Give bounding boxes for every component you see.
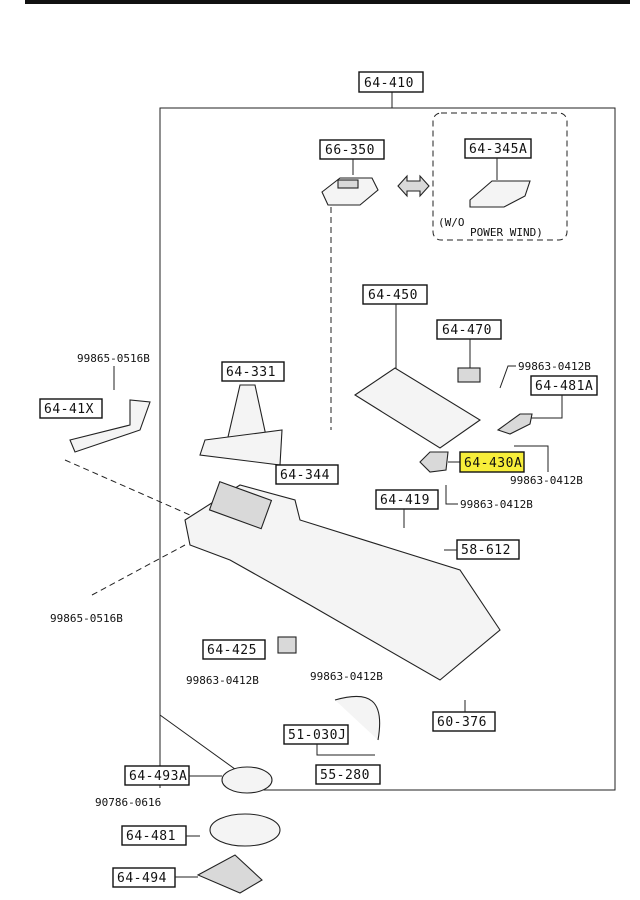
leader-55-280 <box>316 744 375 756</box>
guide-fastener-5 <box>91 544 186 596</box>
hinge-part <box>457 367 481 383</box>
part-label-55-280[interactable]: 55-280 <box>315 764 381 785</box>
option-note-line2: POWER WIND) <box>470 226 543 239</box>
pad-part <box>196 854 263 894</box>
part-label-64-425[interactable]: 64-425 <box>202 639 266 660</box>
part-label-64-481[interactable]: 64-481 <box>121 825 187 846</box>
svg-text:58-612: 58-612 <box>461 543 511 558</box>
guide-bracket <box>64 459 191 516</box>
svg-text:64-425: 64-425 <box>207 643 257 658</box>
svg-text:64-481A: 64-481A <box>535 379 593 394</box>
part-label-58-612[interactable]: 58-612 <box>456 539 520 560</box>
shifter-opening <box>208 480 273 530</box>
fastener-label-4[interactable]: 99865-0516B <box>77 352 150 365</box>
leader-fastener-3 <box>445 485 458 505</box>
fastener-label-6[interactable]: 99863-0412B <box>186 674 259 687</box>
svg-text:64-430A: 64-430A <box>464 456 522 471</box>
svg-text:51-030J: 51-030J <box>288 728 346 743</box>
part-label-66-350[interactable]: 66-350 <box>319 139 385 160</box>
fastener-label-8[interactable]: 90786-0616 <box>95 796 161 809</box>
part-label-64-419[interactable]: 64-419 <box>375 489 439 510</box>
svg-text:64-419: 64-419 <box>380 493 430 508</box>
fastener-label-7[interactable]: 99863-0412B <box>310 670 383 683</box>
window-cover-part <box>469 180 531 208</box>
svg-text:64-494: 64-494 <box>117 871 167 886</box>
power-window-switch-part <box>321 177 379 206</box>
console-body-part <box>184 484 501 681</box>
svg-text:64-470: 64-470 <box>442 323 492 338</box>
svg-text:55-280: 55-280 <box>320 768 370 783</box>
part-label-60-376[interactable]: 60-376 <box>432 711 496 732</box>
part-label-51-030J[interactable]: 51-030J <box>283 724 349 745</box>
wire-harness-part <box>334 695 381 741</box>
svg-text:64-345A: 64-345A <box>469 142 527 157</box>
option-note-line1: (W/O <box>438 216 465 229</box>
svg-text:64-481: 64-481 <box>126 829 176 844</box>
ring-part <box>221 766 273 794</box>
bracket-part <box>69 399 151 453</box>
part-label-64-470[interactable]: 64-470 <box>436 319 502 340</box>
svg-text:64-493A: 64-493A <box>129 769 187 784</box>
fastener-label-3[interactable]: 99863-0412B <box>460 498 533 511</box>
part-label-64-410[interactable]: 64-410 <box>358 71 424 93</box>
latch-part <box>496 413 533 435</box>
leader-fastener-1 <box>499 365 516 389</box>
svg-text:64-331: 64-331 <box>226 365 276 380</box>
svg-text:64-450: 64-450 <box>368 288 418 303</box>
leader-fastener-2 <box>514 445 549 472</box>
svg-text:64-344: 64-344 <box>280 468 330 483</box>
fastener-label-1[interactable]: 99863-0412B <box>518 360 591 373</box>
shift-boot-base <box>199 429 283 466</box>
shift-mount-part <box>209 813 281 847</box>
option-group-box <box>432 112 568 241</box>
part-label-64-345A[interactable]: 64-345A <box>464 138 532 159</box>
catch-part <box>419 451 449 473</box>
part-label-64-494[interactable]: 64-494 <box>112 867 176 888</box>
part-label-64-481A[interactable]: 64-481A <box>530 375 598 396</box>
interchange-arrow-icon <box>397 174 430 198</box>
top-border <box>25 0 630 4</box>
svg-text:66-350: 66-350 <box>325 143 375 158</box>
armrest-lid-part <box>353 367 482 449</box>
svg-text:64-410: 64-410 <box>364 76 414 91</box>
part-label-64-331[interactable]: 64-331 <box>221 361 285 382</box>
part-label-64-430A[interactable]: 64-430A <box>459 451 525 473</box>
relay-part <box>277 636 297 654</box>
fastener-label-2[interactable]: 99863-0412B <box>510 474 583 487</box>
svg-text:64-41X: 64-41X <box>44 402 94 417</box>
part-label-64-344[interactable]: 64-344 <box>275 464 339 485</box>
fastener-label-5[interactable]: 99865-0516B <box>50 612 123 625</box>
part-label-64-41X[interactable]: 64-41X <box>39 398 103 419</box>
svg-text:60-376: 60-376 <box>437 715 487 730</box>
leader-64-481A <box>530 395 563 419</box>
part-label-64-450[interactable]: 64-450 <box>362 284 428 305</box>
part-label-64-493A[interactable]: 64-493A <box>124 765 190 786</box>
